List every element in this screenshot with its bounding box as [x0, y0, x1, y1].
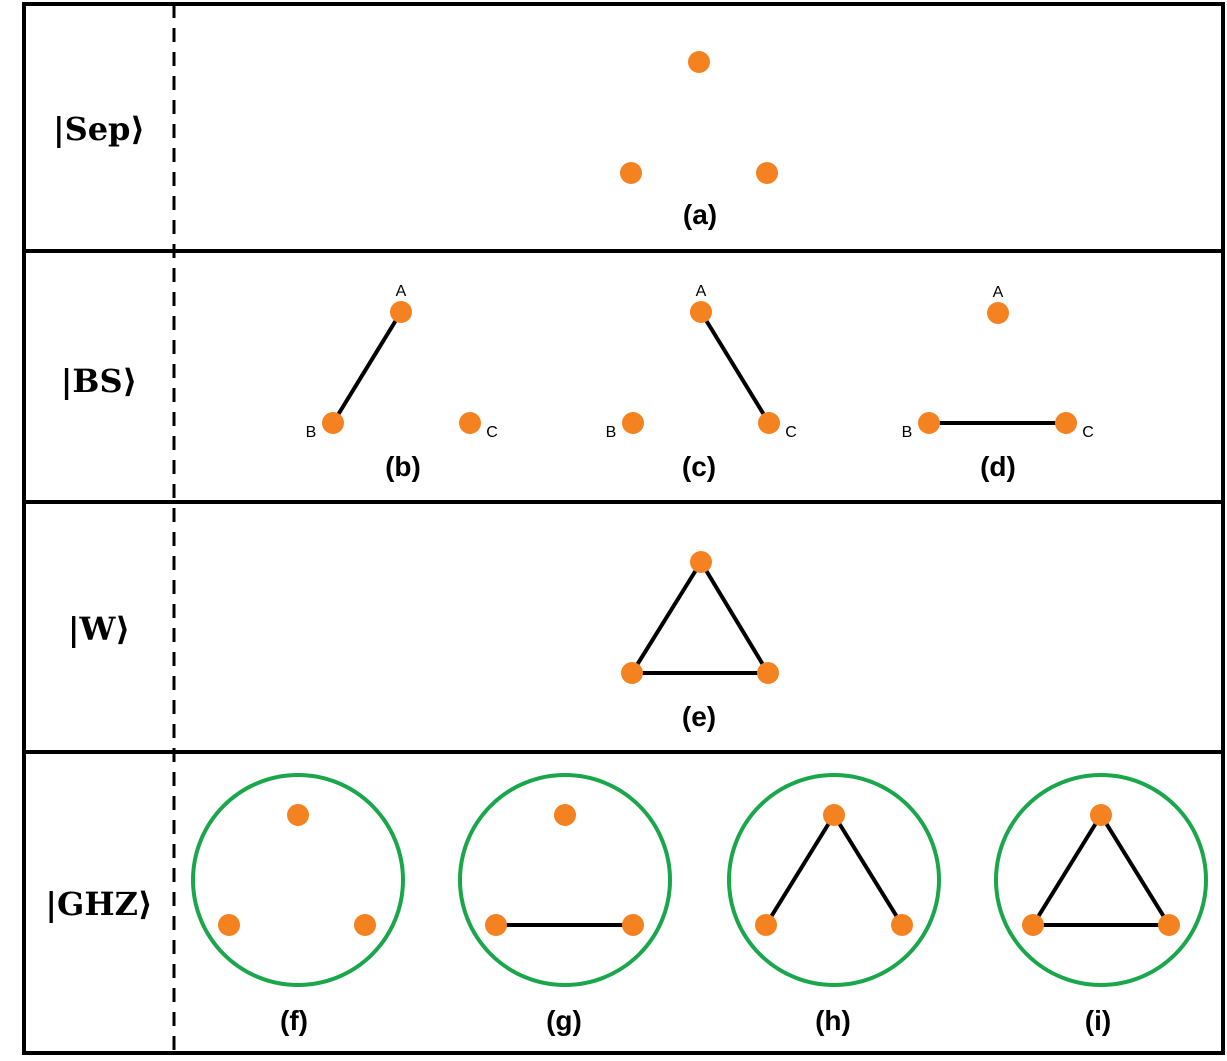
panel-tag-a: (a) — [683, 199, 717, 230]
qubit-node-e-B — [621, 662, 643, 684]
node-label-b-B: B — [306, 424, 317, 441]
edge-h-AB — [764, 813, 836, 927]
row-label-bs: |BS⟩ — [61, 362, 137, 400]
row-label-ghz: |GHZ⟩ — [45, 885, 152, 923]
qubit-node-h-A — [823, 804, 845, 826]
ghz-ring-i — [994, 773, 1208, 987]
edge-i-AB — [1031, 813, 1103, 927]
ghz-ring-h — [727, 773, 941, 987]
qubit-node-a-A — [688, 51, 710, 73]
ghz-ring-f — [191, 773, 405, 987]
qubit-node-i-C — [1158, 914, 1180, 936]
qubit-node-g-C — [622, 914, 644, 936]
panel-tag-f: (f) — [280, 1005, 308, 1036]
qubit-node-f-B — [218, 914, 240, 936]
panel-tag-b: (b) — [385, 451, 421, 482]
node-label-b-C: C — [486, 424, 498, 441]
qubit-node-h-B — [755, 914, 777, 936]
node-label-c-A: A — [696, 283, 707, 300]
edge-h-AC — [832, 813, 904, 927]
qubit-node-a-B — [620, 162, 642, 184]
node-label-d-C: C — [1082, 424, 1094, 441]
qubit-node-a-C — [756, 162, 778, 184]
panel-tag-d: (d) — [980, 451, 1016, 482]
edge-e-AC — [699, 560, 770, 675]
panel-tag-i: (i) — [1085, 1005, 1111, 1036]
node-label-b-A: A — [396, 283, 407, 300]
node-label-d-A: A — [993, 284, 1004, 301]
qubit-node-g-A — [554, 804, 576, 826]
qubit-node-b-B — [322, 412, 344, 434]
outer-frame — [22, 2, 1225, 1055]
row-label-w: |W⟩ — [68, 610, 130, 648]
qubit-node-g-B — [485, 914, 507, 936]
qubit-node-c-B — [622, 412, 644, 434]
qubit-node-c-A — [690, 301, 712, 323]
qubit-node-e-A — [690, 551, 712, 573]
edge-i-AC — [1099, 813, 1171, 927]
qubit-node-f-A — [287, 804, 309, 826]
row-label-sep: |Sep⟩ — [53, 110, 145, 148]
qubit-node-d-C — [1055, 412, 1077, 434]
panel-tag-g: (g) — [546, 1005, 582, 1036]
qubit-node-c-C — [758, 412, 780, 434]
qubit-node-i-A — [1090, 804, 1112, 826]
edge-e-AB — [630, 560, 703, 675]
qubit-node-i-B — [1022, 914, 1044, 936]
panel-tag-e: (e) — [682, 701, 716, 732]
qubit-node-h-C — [891, 914, 913, 936]
qubit-node-f-C — [354, 914, 376, 936]
qubit-node-d-A — [987, 302, 1009, 324]
qubit-node-b-A — [390, 301, 412, 323]
qubit-node-d-B — [918, 412, 940, 434]
qubit-node-e-C — [757, 662, 779, 684]
node-label-c-C: C — [785, 424, 797, 441]
graph-layer: A B C A B C A B C — [191, 51, 1208, 987]
edge-b-AB — [331, 310, 403, 425]
panel-tag-h: (h) — [815, 1005, 851, 1036]
node-label-c-B: B — [606, 424, 617, 441]
node-label-d-B: B — [902, 424, 913, 441]
edge-c-AC — [699, 310, 771, 425]
panel-tag-c: (c) — [682, 451, 716, 482]
qubit-node-b-C — [459, 412, 481, 434]
ghz-ring-g — [458, 773, 672, 987]
